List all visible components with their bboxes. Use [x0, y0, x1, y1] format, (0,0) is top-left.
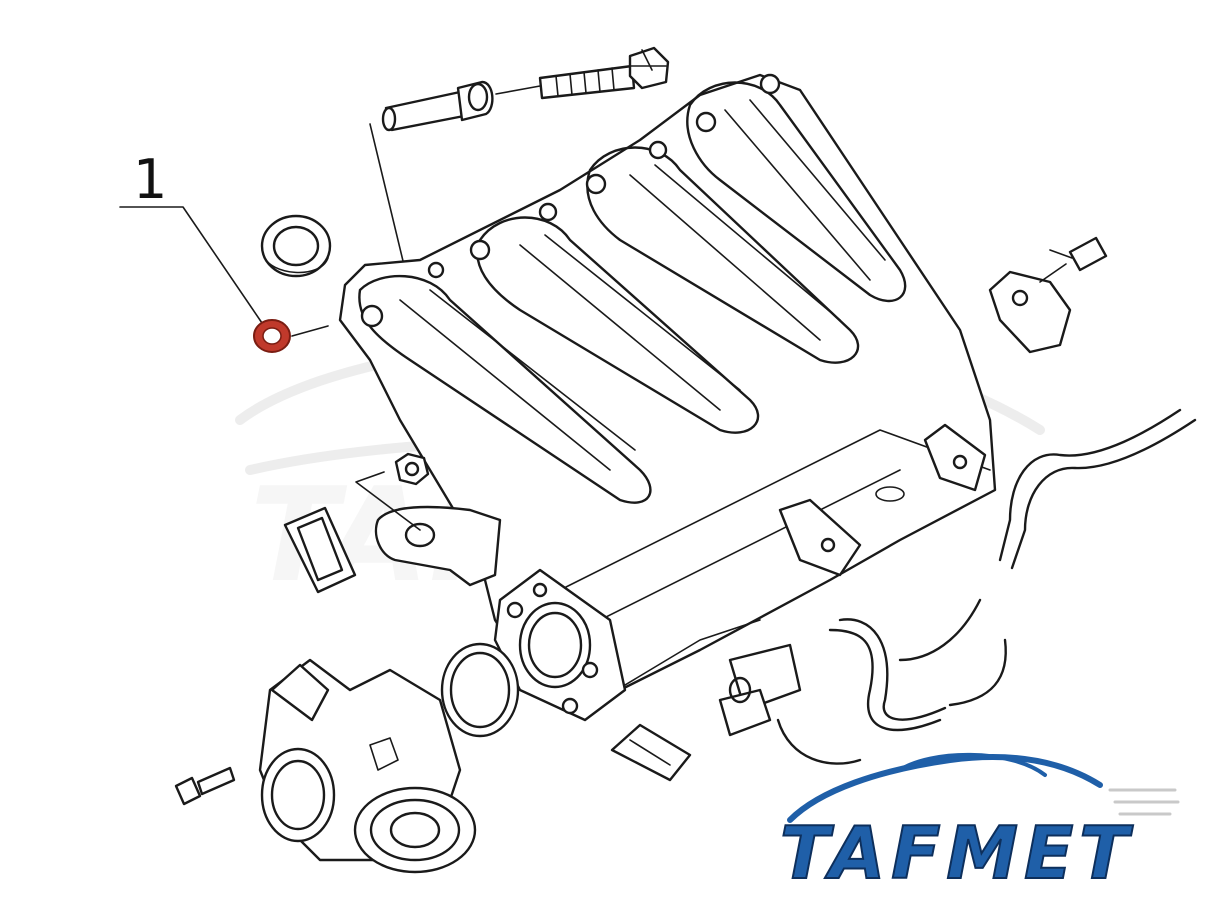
- spring-clip[interactable]: [610, 723, 692, 782]
- sleeve-ring[interactable]: [260, 214, 332, 278]
- bolt-leader: [495, 85, 541, 95]
- hex-nut[interactable]: [394, 452, 430, 486]
- sensor-bracket[interactable]: [988, 236, 1108, 354]
- logo-car-outline: [787, 754, 1103, 823]
- spacer-bolt[interactable]: [381, 80, 494, 132]
- mounting-bracket[interactable]: [374, 505, 502, 587]
- intake-manifold[interactable]: [338, 73, 997, 702]
- solenoid-valve[interactable]: [718, 643, 802, 737]
- throttle-bolt[interactable]: [174, 766, 236, 806]
- callout-number-1: 1: [133, 148, 167, 211]
- brand-logo: TAFMET: [779, 752, 1180, 896]
- callout-1: 1: [119, 148, 263, 324]
- rectangular-gasket[interactable]: [283, 506, 357, 594]
- throttle-flange[interactable]: [493, 568, 627, 722]
- o-ring-gasket[interactable]: [440, 642, 520, 738]
- callout-leader-line: [119, 206, 263, 324]
- seal-ring[interactable]: [253, 319, 291, 353]
- long-bolt[interactable]: [538, 46, 670, 100]
- throttle-body[interactable]: [258, 658, 477, 874]
- sleeve-leader: [291, 325, 329, 337]
- vacuum-hose[interactable]: [776, 408, 1197, 765]
- nut-leader: [355, 471, 421, 531]
- logo-text: TAFMET: [780, 811, 1134, 895]
